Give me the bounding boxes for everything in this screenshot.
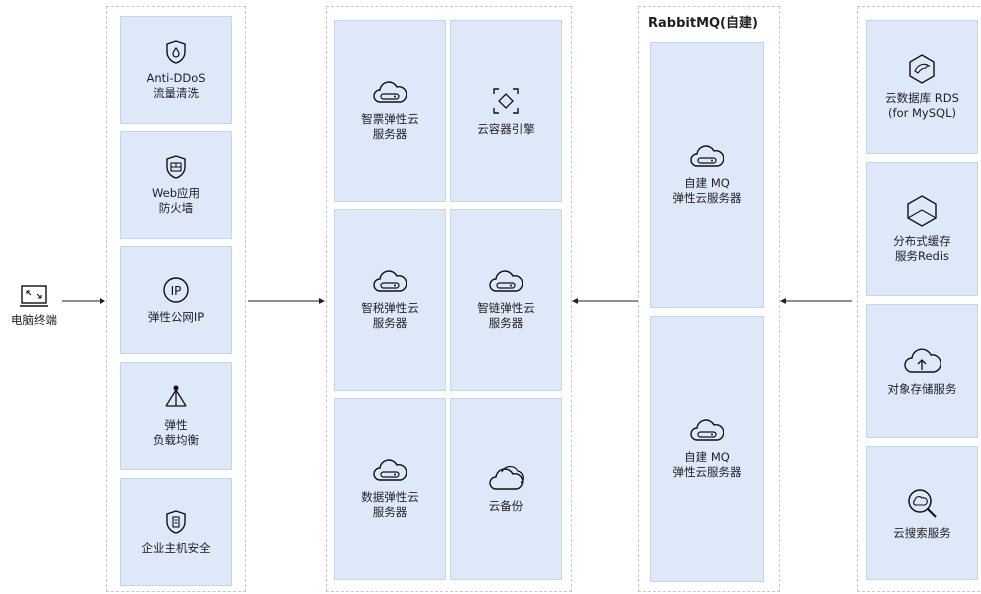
- redis-card: 分布式缓存 服务Redis: [866, 162, 978, 296]
- eip-card: IP 弹性公网IP: [120, 246, 232, 354]
- cce-label: 云容器引擎: [477, 121, 535, 136]
- data-services-column: [857, 6, 981, 592]
- tax-ecs-label: 智税弹性云 服务器: [361, 301, 419, 330]
- obs-label: 对象存储服务: [887, 381, 957, 396]
- mq-ecs-label-1: 自建 MQ 弹性云服务器: [672, 176, 742, 205]
- host-security-icon: [163, 509, 189, 535]
- terminal-node: 电脑终端: [8, 284, 60, 328]
- hexagon-cache-icon: [905, 194, 939, 228]
- host-security-card: 企业主机安全: [120, 478, 232, 586]
- cloud-server-icon: [489, 269, 523, 295]
- monitor-icon: [19, 284, 49, 310]
- mq-ecs-card-2: 自建 MQ 弹性云服务器: [650, 316, 764, 582]
- host-security-label: 企业主机安全: [141, 540, 211, 555]
- svg-text:IP: IP: [171, 284, 182, 298]
- chain-ecs-label: 智链弹性云 服务器: [477, 301, 535, 330]
- arrow-mq-to-compute: [572, 298, 638, 304]
- rds-card: 云数据库 RDS (for MySQL): [866, 20, 978, 154]
- arrow-security-to-compute: [248, 298, 325, 304]
- cloud-server-icon: [690, 418, 724, 444]
- mq-ecs-label-2: 自建 MQ 弹性云服务器: [672, 450, 742, 479]
- arrow-terminal-to-security: [62, 298, 105, 304]
- rds-label: 云数据库 RDS (for MySQL): [885, 91, 959, 120]
- cloud-search-icon: [905, 486, 939, 520]
- cbr-card: 云备份: [450, 398, 562, 580]
- mq-column-title: RabbitMQ(自建): [648, 16, 758, 31]
- cloud-upload-icon: [903, 346, 941, 376]
- tax-ecs-card: 智税弹性云 服务器: [334, 209, 446, 391]
- cloud-server-icon: [373, 269, 407, 295]
- arrow-data-to-mq: [780, 298, 852, 304]
- load-balancer-icon: [162, 384, 190, 412]
- cloud-server-icon: [690, 144, 724, 170]
- rds-dolphin-icon: [906, 53, 938, 85]
- chain-ecs-card: 智链弹性云 服务器: [450, 209, 562, 391]
- anti-ddos-card: Anti-DDoS 流量清洗: [120, 16, 232, 124]
- elb-label: 弹性 负载均衡: [153, 418, 199, 447]
- cbr-label: 云备份: [488, 498, 524, 513]
- mq-column: [638, 6, 780, 592]
- firewall-shield-icon: [163, 154, 189, 180]
- cce-card: 云容器引擎: [450, 20, 562, 202]
- anti-ddos-label: Anti-DDoS 流量清洗: [146, 71, 206, 100]
- data-ecs-card: 数据弹性云 服务器: [334, 398, 446, 580]
- compute-column: [326, 6, 572, 592]
- css-label: 云搜索服务: [893, 525, 951, 540]
- data-ecs-label: 数据弹性云 服务器: [361, 490, 419, 519]
- waf-label: Web应用 防火墙: [151, 186, 201, 215]
- cloud-server-icon: [373, 458, 407, 484]
- redis-label: 分布式缓存 服务Redis: [893, 234, 951, 263]
- cloud-backup-icon: [488, 465, 524, 493]
- invoice-ecs-label: 智票弹性云 服务器: [361, 112, 419, 141]
- mq-ecs-card-1: 自建 MQ 弹性云服务器: [650, 42, 764, 308]
- eip-label: 弹性公网IP: [147, 309, 205, 324]
- obs-card: 对象存储服务: [866, 304, 978, 438]
- invoice-ecs-card: 智票弹性云 服务器: [334, 20, 446, 202]
- shield-drop-icon: [163, 39, 189, 65]
- ip-icon: IP: [162, 276, 190, 304]
- elb-card: 弹性 负载均衡: [120, 362, 232, 470]
- cloud-server-icon: [373, 80, 407, 106]
- security-column: [106, 6, 246, 592]
- css-card: 云搜索服务: [866, 446, 978, 580]
- waf-card: Web应用 防火墙: [120, 131, 232, 239]
- container-engine-icon: [491, 86, 521, 116]
- terminal-label: 电脑终端: [11, 313, 57, 327]
